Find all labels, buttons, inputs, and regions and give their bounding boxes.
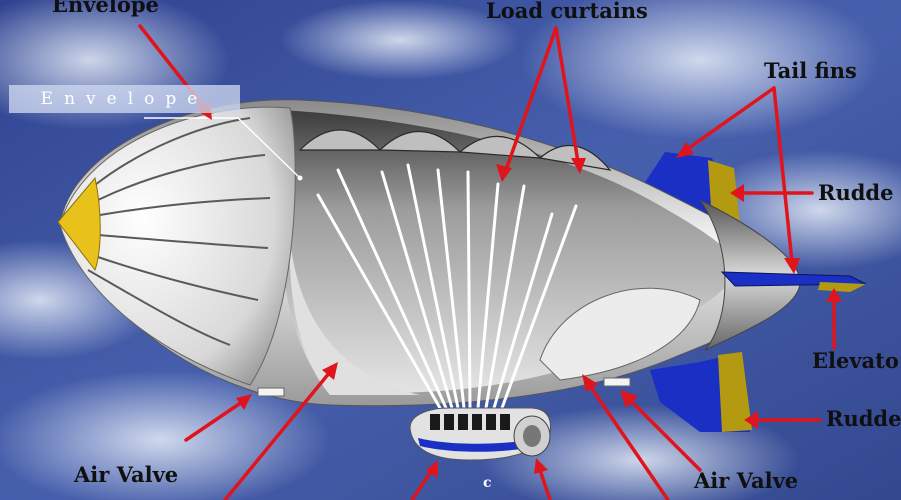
air-valve-right [603,377,631,387]
gondola [409,407,551,461]
label-tail-fins: Tail fins [764,58,857,83]
label-rudder-bottom: Rudde [826,406,901,431]
label-elevator: Elevato [812,348,899,373]
forward-bulkhead [289,240,420,395]
cloud [280,0,520,80]
suspension-cables [316,163,578,410]
air-valve-left [257,387,285,397]
nose-cap [57,176,101,272]
load-curtain-scallops [298,129,612,171]
label-c-mark: c [483,475,492,491]
envelope-leader-dot [297,175,303,181]
envelope-leader-line [144,117,301,179]
aft-bulkhead [539,287,701,381]
nose-section [59,106,296,386]
label-air-valve-right: Air Valve [694,468,799,493]
label-air-valve-left: Air Valve [74,462,179,487]
label-envelope: Envelope [52,0,159,17]
elevator-trim [818,282,866,292]
envelope-overlay-box: Envelope [9,85,240,113]
callout-arrows [138,24,842,500]
nose-battens [87,117,271,346]
cloud [520,0,880,140]
label-load-curtains: Load curtains [486,0,648,23]
lower-tail-fin [650,352,752,432]
label-rudder-top: Rudde [818,180,894,205]
envelope-overlay-label: Envelope [40,89,209,109]
